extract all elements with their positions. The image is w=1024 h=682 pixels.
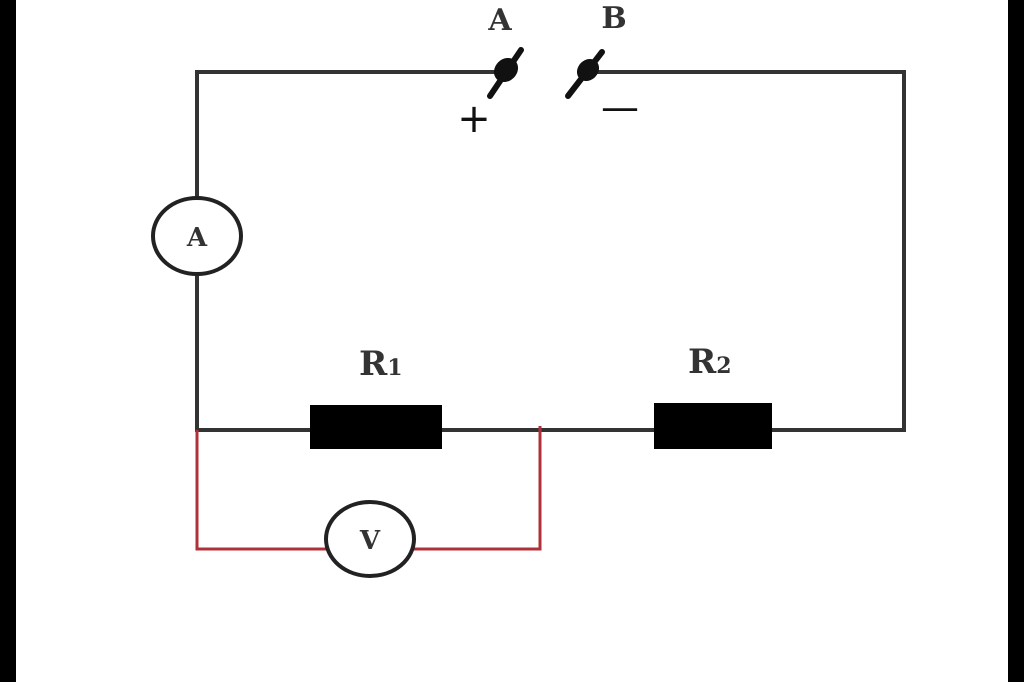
- plus-sign: +: [457, 96, 491, 142]
- voltmeter-wire-left: [195, 430, 326, 551]
- voltmeter-wire-right: [414, 426, 542, 551]
- terminal-a-lever: [487, 47, 524, 99]
- ammeter-circle: [151, 196, 243, 276]
- minus-sign: —: [601, 85, 639, 129]
- main-wires: [195, 70, 906, 432]
- terminal-b-lever: [565, 49, 605, 99]
- resistor-r1-label: R1: [359, 344, 403, 384]
- voltmeter-wires: [195, 426, 542, 551]
- circuit-diagram: A B + — A V R1 R2: [16, 0, 1008, 682]
- voltmeter-label: V: [359, 526, 381, 556]
- terminal-b-label: B: [601, 1, 626, 36]
- resistor-r1: [310, 405, 442, 449]
- terminal-a: [487, 47, 524, 99]
- voltmeter: V: [324, 500, 416, 578]
- terminal-a-label: A: [487, 3, 512, 38]
- resistor-r2-label: R2: [688, 342, 732, 382]
- ammeter-label: A: [186, 223, 208, 253]
- resistor-r2: [654, 403, 772, 449]
- circuit-svg: A B + — A V R1 R2: [151, 1, 906, 578]
- ammeter: A: [151, 196, 243, 276]
- terminal-b: [565, 49, 605, 99]
- voltmeter-circle: [324, 500, 416, 578]
